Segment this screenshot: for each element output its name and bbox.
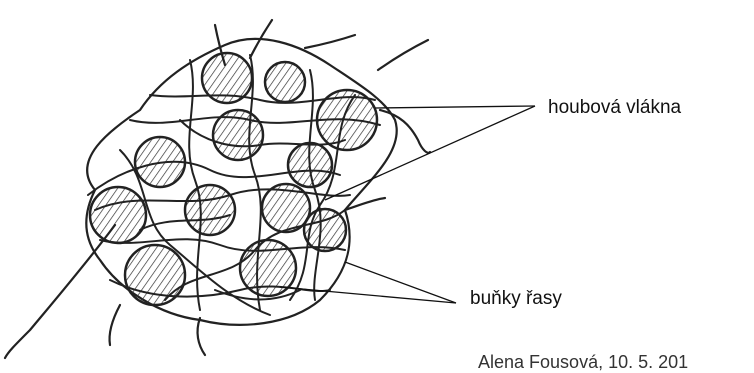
algae-cell [265, 62, 305, 102]
algae-cell [90, 187, 146, 243]
algae-cell [185, 185, 235, 235]
hypha-strand [198, 318, 205, 355]
hypha-strand [5, 225, 115, 358]
hypha-strand [378, 40, 428, 70]
label-fungal-hyphae: houbová vlákna [548, 97, 681, 119]
hypha-strand [109, 305, 120, 345]
hypha-strand [305, 35, 355, 48]
pointer-algae-1 [345, 262, 456, 303]
pointer-hyphae-1 [375, 106, 535, 108]
lichen-diagram: houbová vlákna buňky řasy Alena Fousová,… [0, 0, 754, 365]
label-algae-cells: buňky řasy [470, 288, 562, 310]
lichen-illustration [0, 0, 754, 365]
author-credit: Alena Fousová, 10. 5. 201 [478, 352, 688, 373]
